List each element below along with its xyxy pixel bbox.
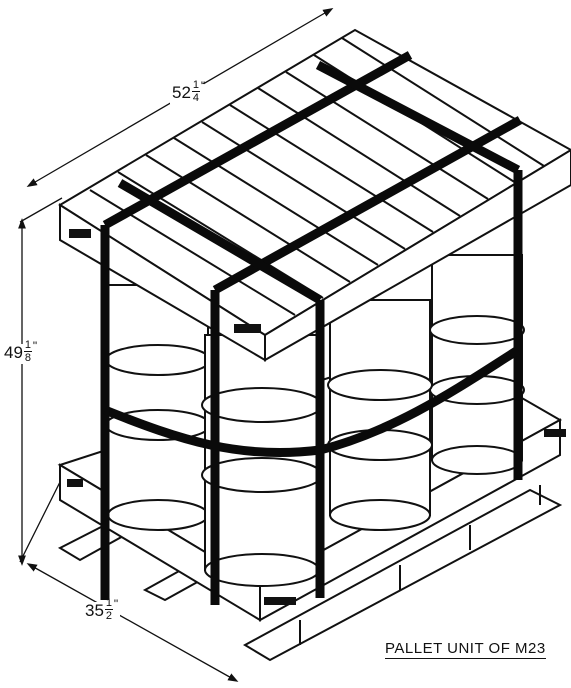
height-fraction: 1 8 <box>23 339 32 364</box>
width-whole: 35 <box>85 601 104 620</box>
width-dimension-label: 35 1 2 " <box>83 598 121 622</box>
drums <box>105 254 525 587</box>
height-whole: 49 <box>4 343 23 362</box>
length-whole: 52 <box>172 83 191 102</box>
length-fraction: 1 4 <box>191 79 200 104</box>
diagram-caption: PALLET UNIT OF M23 <box>385 640 546 659</box>
width-fraction: 1 2 <box>104 597 113 622</box>
height-unit: " <box>32 339 38 353</box>
length-dimension-label: 52 1 4 " <box>170 80 208 104</box>
steel-straps <box>100 51 523 605</box>
height-dimension-label: 49 1 8 " <box>2 340 40 364</box>
length-unit: " <box>200 79 206 93</box>
width-unit: " <box>113 597 119 611</box>
